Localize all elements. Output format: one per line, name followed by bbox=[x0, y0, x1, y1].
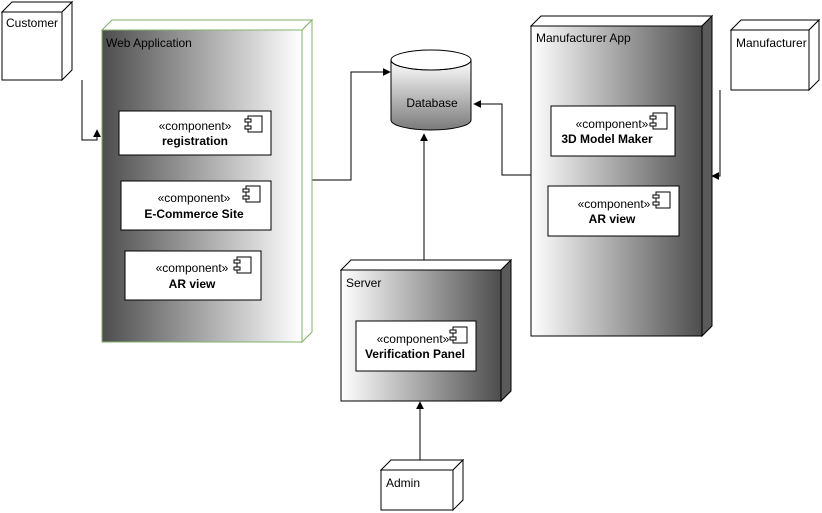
component-icon bbox=[242, 185, 261, 203]
edge-manufacturerapp-to-database bbox=[473, 100, 531, 176]
component-name: AR view bbox=[169, 277, 216, 291]
component-icon bbox=[649, 112, 668, 130]
node-database[interactable]: Database bbox=[390, 49, 472, 131]
component-name: 3D Model Maker bbox=[561, 132, 653, 146]
edge-webapp-to-database bbox=[312, 68, 391, 181]
manufacturer-app-label: Manufacturer App bbox=[536, 31, 631, 45]
node-manufacturer[interactable]: Manufacturer bbox=[729, 18, 821, 92]
node-server[interactable]: Server «component» Verification Panel bbox=[339, 258, 513, 403]
component-icon bbox=[244, 115, 263, 133]
component-stereotype: «component» bbox=[156, 261, 229, 275]
component-ar-view-manufacturer[interactable]: «component» AR view bbox=[547, 185, 680, 237]
component-ecommerce-site[interactable]: «component» E-Commerce Site bbox=[120, 180, 272, 231]
component-stereotype: «component» bbox=[576, 117, 649, 131]
manufacturer-label: Manufacturer bbox=[736, 36, 807, 50]
component-name: registration bbox=[162, 134, 228, 148]
component-icon bbox=[233, 256, 252, 274]
admin-label: Admin bbox=[386, 476, 420, 490]
connectors bbox=[81, 68, 721, 460]
component-icon bbox=[652, 191, 671, 209]
customer-label: Customer bbox=[6, 16, 58, 30]
component-icon bbox=[449, 326, 468, 344]
component-stereotype: «component» bbox=[377, 332, 450, 346]
edge-customer-to-webapp bbox=[81, 80, 101, 141]
component-stereotype: «component» bbox=[158, 191, 231, 205]
node-admin[interactable]: Admin bbox=[379, 458, 465, 512]
component-3d-model-maker[interactable]: «component» 3D Model Maker bbox=[550, 105, 676, 157]
component-name: AR view bbox=[589, 212, 636, 226]
component-ar-view-web[interactable]: «component» AR view bbox=[124, 250, 262, 301]
node-web-application[interactable]: Web Application «component» registration… bbox=[100, 18, 314, 344]
web-application-label: Web Application bbox=[106, 36, 192, 50]
edge-manufacturer-to-manufacturerapp bbox=[711, 90, 721, 180]
node-manufacturer-app[interactable]: Manufacturer App «component» 3D Model Ma… bbox=[529, 14, 714, 338]
database-label: Database bbox=[406, 96, 458, 110]
component-name: Verification Panel bbox=[365, 347, 465, 361]
component-stereotype: «component» bbox=[578, 197, 651, 211]
component-stereotype: «component» bbox=[159, 119, 232, 133]
component-verification-panel[interactable]: «component» Verification Panel bbox=[355, 320, 477, 372]
node-customer[interactable]: Customer bbox=[0, 0, 74, 82]
component-registration[interactable]: «component» registration bbox=[118, 110, 272, 156]
server-label: Server bbox=[346, 276, 381, 290]
component-name: E-Commerce Site bbox=[144, 207, 244, 221]
